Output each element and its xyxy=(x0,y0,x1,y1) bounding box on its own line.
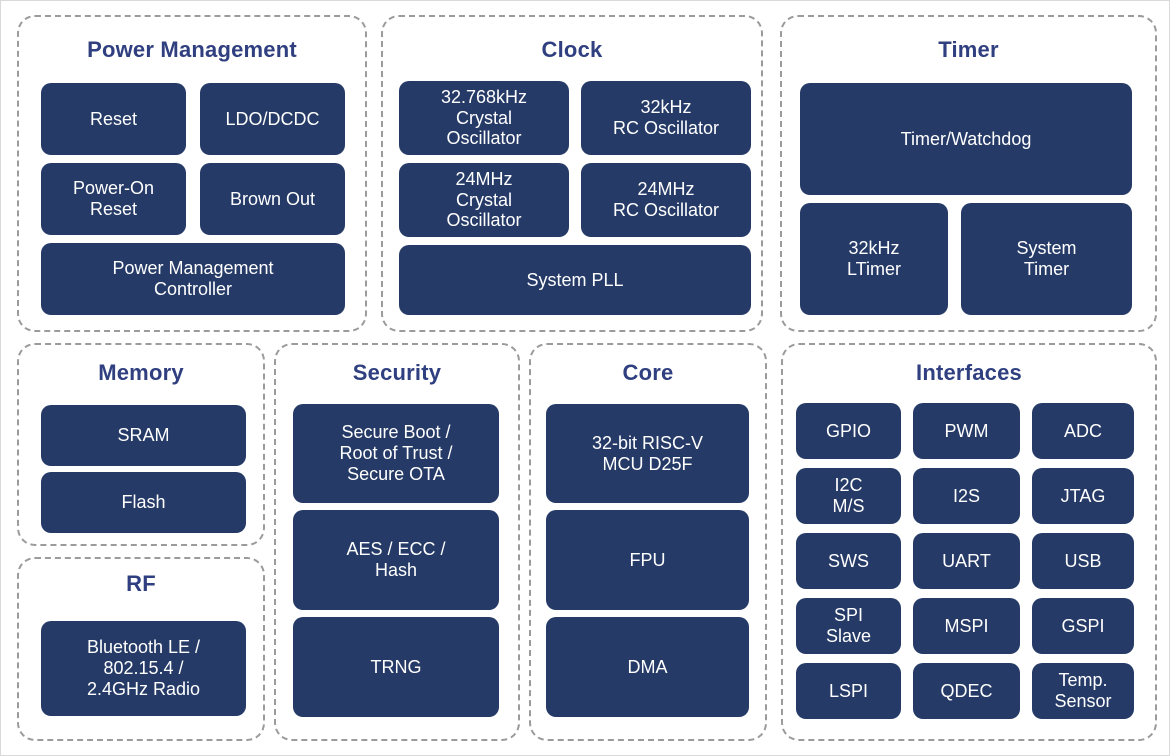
section-memory: Memory SRAM Flash xyxy=(17,343,265,546)
block-aes-ecc-hash: AES / ECC / Hash xyxy=(293,510,499,610)
block-fpu: FPU xyxy=(546,510,749,610)
block-dma: DMA xyxy=(546,617,749,717)
block-lspi: LSPI xyxy=(796,663,901,719)
block-32khz-ltimer: 32kHz LTimer xyxy=(800,203,948,315)
block-gpio: GPIO xyxy=(796,403,901,459)
core-blocks: 32-bit RISC-V MCU D25F FPU DMA xyxy=(546,404,749,717)
interfaces-blocks: GPIO PWM ADC I2C M/S I2S JTAG SWS UART U… xyxy=(796,403,1134,719)
block-power-on-reset: Power-On Reset xyxy=(41,163,186,235)
block-system-timer: System Timer xyxy=(961,203,1132,315)
block-jtag: JTAG xyxy=(1032,468,1134,524)
block-adc: ADC xyxy=(1032,403,1134,459)
security-title: Security xyxy=(352,360,442,385)
block-secure-boot: Secure Boot / Root of Trust / Secure OTA xyxy=(293,404,499,503)
section-clock: Clock 32.768kHz Crystal Oscillator 32kHz… xyxy=(381,15,763,332)
block-24mhz-rc-oscillator: 24MHz RC Oscillator xyxy=(581,163,751,237)
block-sram: SRAM xyxy=(41,405,246,466)
block-i2s: I2S xyxy=(913,468,1020,524)
block-brown-out: Brown Out xyxy=(200,163,345,235)
section-security: Security Secure Boot / Root of Trust / S… xyxy=(274,343,520,741)
section-interfaces: Interfaces GPIO PWM ADC I2C M/S I2S JTAG… xyxy=(781,343,1157,741)
block-24mhz-crystal-oscillator: 24MHz Crystal Oscillator xyxy=(399,163,569,237)
block-pwm: PWM xyxy=(913,403,1020,459)
block-usb: USB xyxy=(1032,533,1134,589)
block-32khz-rc-oscillator: 32kHz RC Oscillator xyxy=(581,81,751,155)
core-title: Core xyxy=(622,360,674,385)
timer-title: Timer xyxy=(938,37,999,62)
memory-title: Memory xyxy=(98,360,184,385)
block-timer-watchdog: Timer/Watchdog xyxy=(800,83,1132,195)
block-trng: TRNG xyxy=(293,617,499,717)
power-management-title: Power Management xyxy=(87,37,297,62)
memory-blocks: SRAM Flash xyxy=(41,405,246,533)
section-core: Core 32-bit RISC-V MCU D25F FPU DMA xyxy=(529,343,767,741)
section-rf: RF Bluetooth LE / 802.15.4 / 2.4GHz Radi… xyxy=(17,557,265,741)
section-timer: Timer Timer/Watchdog 32kHz LTimer System… xyxy=(780,15,1157,332)
block-reset: Reset xyxy=(41,83,186,155)
block-bluetooth-radio: Bluetooth LE / 802.15.4 / 2.4GHz Radio xyxy=(41,621,246,716)
rf-blocks: Bluetooth LE / 802.15.4 / 2.4GHz Radio xyxy=(41,621,246,716)
timer-blocks: Timer/Watchdog 32kHz LTimer System Timer xyxy=(800,83,1132,315)
power-management-blocks: Reset LDO/DCDC Power-On Reset Brown Out … xyxy=(41,83,345,315)
block-32bit-riscv-mcu: 32-bit RISC-V MCU D25F xyxy=(546,404,749,503)
block-mspi: MSPI xyxy=(913,598,1020,654)
clock-title: Clock xyxy=(541,37,603,62)
block-system-pll: System PLL xyxy=(399,245,751,315)
block-uart: UART xyxy=(913,533,1020,589)
block-gspi: GSPI xyxy=(1032,598,1134,654)
block-power-management-controller: Power Management Controller xyxy=(41,243,345,315)
block-flash: Flash xyxy=(41,472,246,533)
block-temp-sensor: Temp. Sensor xyxy=(1032,663,1134,719)
rf-title: RF xyxy=(126,571,156,596)
block-spi-slave: SPI Slave xyxy=(796,598,901,654)
block-i2c-ms: I2C M/S xyxy=(796,468,901,524)
security-blocks: Secure Boot / Root of Trust / Secure OTA… xyxy=(293,404,499,717)
block-qdec: QDEC xyxy=(913,663,1020,719)
interfaces-title: Interfaces xyxy=(916,360,1022,385)
clock-blocks: 32.768kHz Crystal Oscillator 32kHz RC Os… xyxy=(399,81,751,315)
block-sws: SWS xyxy=(796,533,901,589)
block-32768khz-crystal-oscillator: 32.768kHz Crystal Oscillator xyxy=(399,81,569,155)
section-power-management: Power Management Reset LDO/DCDC Power-On… xyxy=(17,15,367,332)
block-ldo-dcdc: LDO/DCDC xyxy=(200,83,345,155)
